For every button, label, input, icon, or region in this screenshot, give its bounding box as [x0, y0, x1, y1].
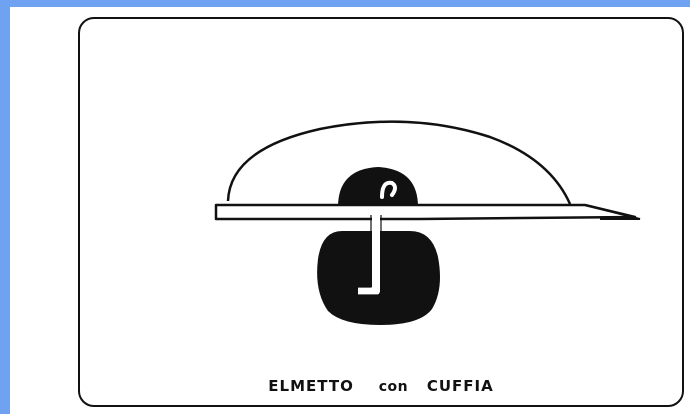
- helmet-brim-tip: [584, 204, 641, 220]
- earmuff-strap-outline: [356, 215, 382, 296]
- caption-word-1: ELMETTO: [268, 377, 354, 395]
- caption-word-2: con: [378, 379, 409, 395]
- illustration-caption: ELMETTO con CUFFIA: [80, 377, 682, 395]
- helmet-with-earmuffs-illustration: [214, 120, 641, 325]
- helmet-shell: [226, 120, 572, 205]
- helmet-brim: [214, 203, 637, 221]
- earmuff-hook: [380, 180, 397, 199]
- caption-word-3: CUFFIA: [426, 377, 494, 395]
- slide: ELMETTO con CUFFIA: [10, 7, 690, 414]
- earmuff-dome: [338, 167, 418, 207]
- illustration-card: ELMETTO con CUFFIA: [78, 17, 684, 407]
- earmuff-strap: [358, 215, 380, 295]
